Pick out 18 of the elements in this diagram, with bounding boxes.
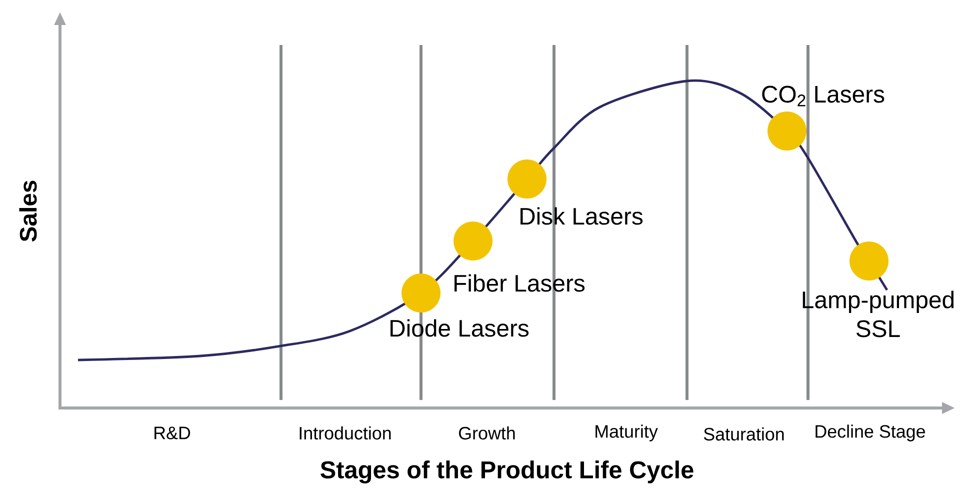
axis-title: Sales — [19, 180, 37, 242]
dot-label: CO$_{2}$ Lasers — [762, 86, 884, 106]
marker-dot — [850, 242, 888, 280]
dot-label: Disk Lasers — [520, 207, 643, 225]
stage-label: Maturity — [596, 424, 658, 442]
marker-dot — [402, 274, 440, 312]
stage-label: R&D — [154, 426, 190, 440]
dot-label: Fiber Lasers — [454, 274, 585, 292]
marker-dot — [454, 222, 492, 260]
stage-label: Introduction — [300, 426, 391, 440]
dot-label: Diode Lasers — [390, 319, 529, 337]
dot-label: Lamp-pumped SSL — [802, 290, 954, 338]
marker-dot — [768, 112, 806, 150]
marker-dot — [508, 160, 546, 198]
stage-label: Decline Stage — [816, 424, 925, 442]
axis-title: Stages of the Product Life Cycle — [320, 460, 694, 484]
stage-label: Saturation — [704, 427, 784, 441]
stage-label: Growth — [459, 426, 515, 440]
